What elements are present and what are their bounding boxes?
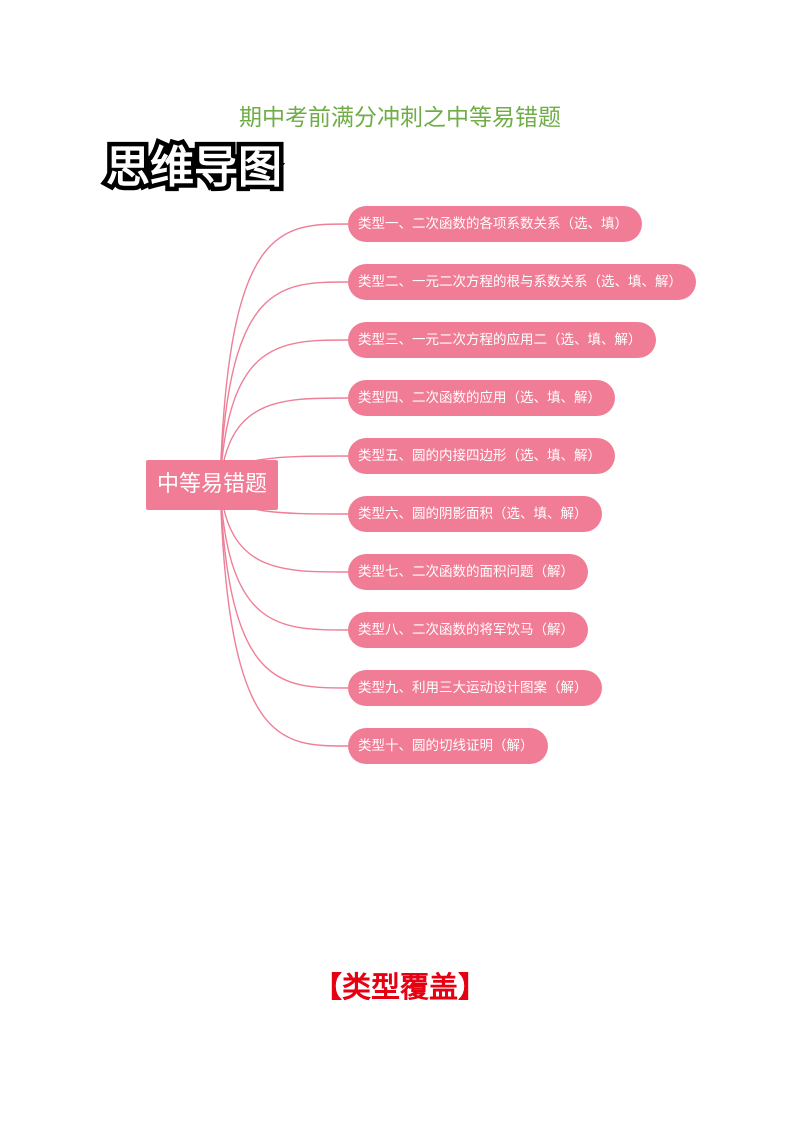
mindmap-branch-node: 类型三、一元二次方程的应用二（选、填、解） bbox=[348, 322, 656, 358]
mindmap-connector bbox=[219, 339, 349, 486]
mindmap-connector bbox=[219, 484, 349, 747]
footer-label: 【类型覆盖】 bbox=[312, 970, 487, 1004]
mindmap-branch-node: 类型八、二次函数的将军饮马（解） bbox=[348, 612, 588, 648]
mindmap-branch-node: 类型二、一元二次方程的根与系数关系（选、填、解） bbox=[348, 264, 696, 300]
mindmap-connector bbox=[219, 281, 349, 486]
page-title: 期中考前满分冲刺之中等易错题 bbox=[239, 105, 561, 131]
section-heading: 思维导图 bbox=[102, 138, 287, 198]
mindmap-branch-node: 类型七、二次函数的面积问题（解） bbox=[348, 554, 588, 590]
mindmap-center-node: 中等易错题 bbox=[146, 460, 278, 510]
mindmap-branch-node: 类型九、利用三大运动设计图案（解） bbox=[348, 670, 602, 706]
mindmap-branch-node: 类型一、二次函数的各项系数关系（选、填） bbox=[348, 206, 642, 242]
mindmap-branch-node: 类型五、圆的内接四边形（选、填、解） bbox=[348, 438, 615, 474]
mindmap-branch-node: 类型十、圆的切线证明（解） bbox=[348, 728, 548, 764]
mindmap-connector bbox=[219, 484, 349, 573]
mindmap-connector bbox=[219, 484, 349, 689]
mindmap-branch-node: 类型六、圆的阴影面积（选、填、解） bbox=[348, 496, 602, 532]
mindmap-connector bbox=[219, 484, 349, 631]
mindmap-connector bbox=[219, 397, 349, 486]
mindmap-branch-node: 类型四、二次函数的应用（选、填、解） bbox=[348, 380, 615, 416]
mindmap-connector bbox=[219, 223, 349, 486]
